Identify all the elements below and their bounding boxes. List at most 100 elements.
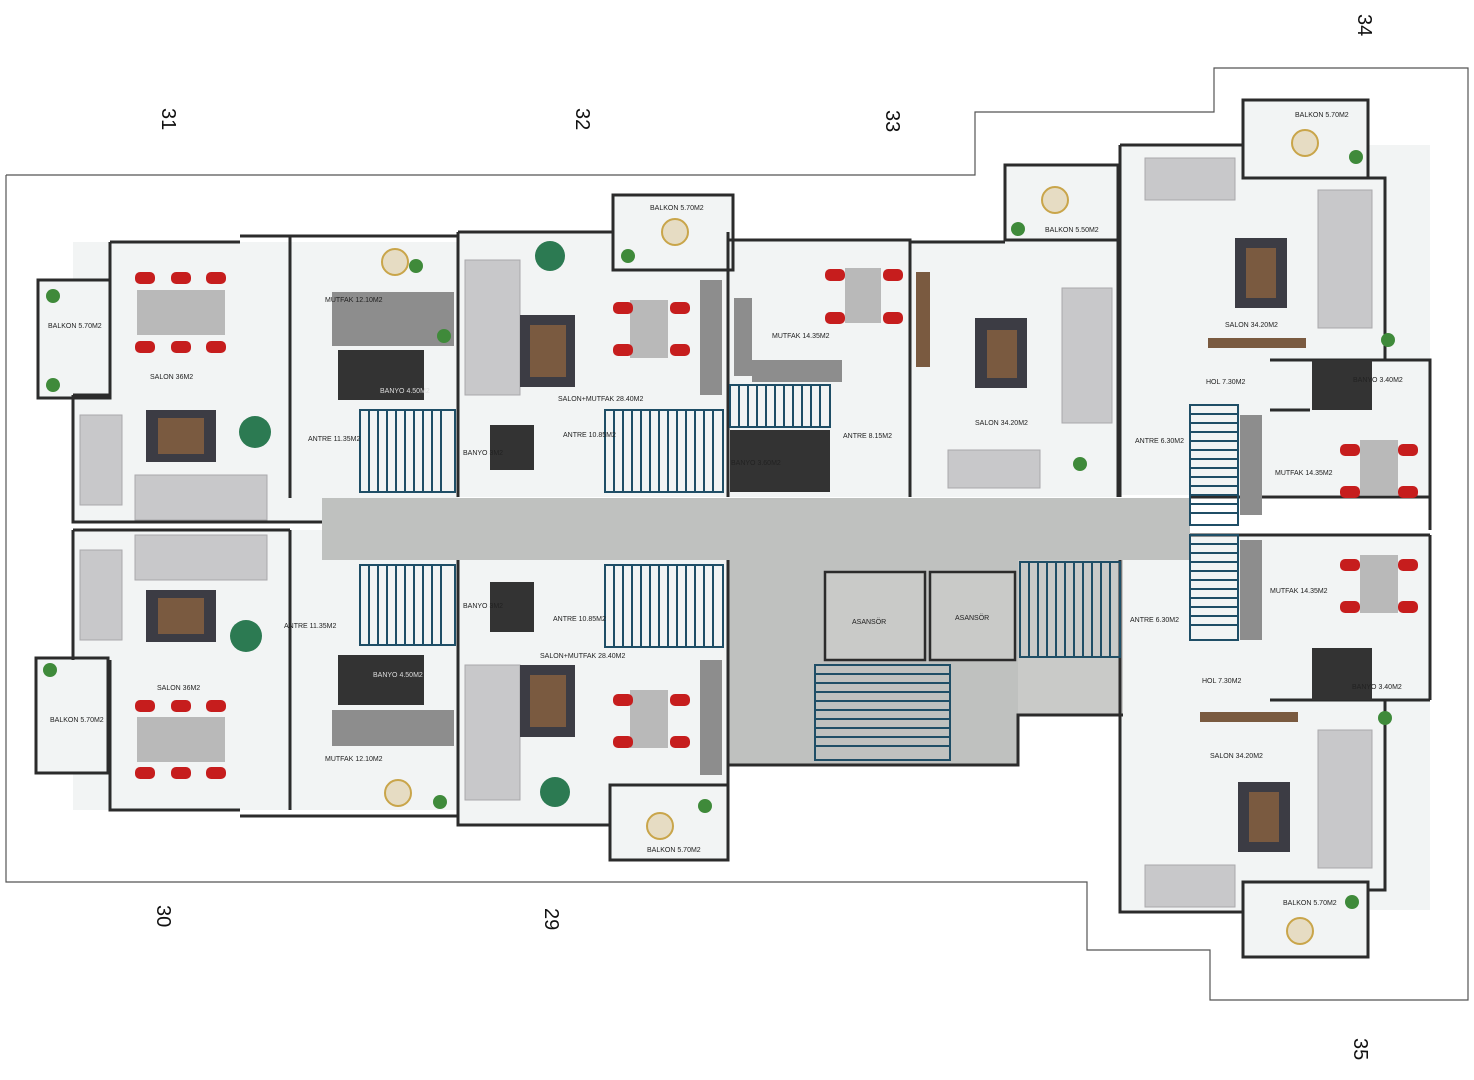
unit-number-29: 29 xyxy=(540,908,562,930)
room-label: BANYO 3M2 xyxy=(463,603,503,610)
dining-chair xyxy=(1398,444,1418,456)
dining-chair xyxy=(171,700,191,712)
room-labels: BALKON 5.70M2 SALON 36M2 MUTFAK 12.10M2 … xyxy=(48,112,1403,907)
room-label: BALKON 5.70M2 xyxy=(48,323,102,330)
corridor xyxy=(322,498,1190,560)
room-label: BANYO 4.50M2 xyxy=(373,672,423,679)
balcony-table xyxy=(1041,186,1069,214)
unit-number-35: 35 xyxy=(1349,1038,1371,1060)
dining-chairs xyxy=(135,269,1418,779)
dining-chair xyxy=(206,767,226,779)
room-label: MUTFAK 12.10M2 xyxy=(325,756,383,763)
dining-chair xyxy=(613,344,633,356)
dining-chair xyxy=(825,269,845,281)
dining-chair xyxy=(206,272,226,284)
room-label: BALKON 5.70M2 xyxy=(50,717,104,724)
unit-number-30: 30 xyxy=(152,905,174,927)
dining-chair xyxy=(171,272,191,284)
plant-icon xyxy=(43,663,57,677)
room-label: ANTRE 6.30M2 xyxy=(1130,617,1179,624)
plant-icon xyxy=(1011,222,1025,236)
balcony-table xyxy=(646,812,674,840)
room-label: BANYO 3.40M2 xyxy=(1353,377,1403,384)
dining-chair xyxy=(670,344,690,356)
room-label: ANTRE 10.85M2 xyxy=(563,432,616,439)
room-label: ANTRE 6.30M2 xyxy=(1135,438,1184,445)
balcony-outlines xyxy=(34,98,1370,959)
room-label: ANTRE 11.35M2 xyxy=(308,436,360,443)
room-label: HOL 7.30M2 xyxy=(1202,678,1242,685)
plants xyxy=(43,150,1395,909)
dining-chair xyxy=(171,341,191,353)
room-label: SALON 34.20M2 xyxy=(975,420,1028,427)
room-label: BANYO 3.40M2 xyxy=(1352,684,1402,691)
room-label: ANTRE 8.15M2 xyxy=(843,433,892,440)
plant-icon xyxy=(409,259,423,273)
plant-icon xyxy=(437,329,451,343)
room-label: MUTFAK 14.35M2 xyxy=(1270,588,1328,595)
plant-icon xyxy=(46,289,60,303)
room-label: SALON 36M2 xyxy=(157,685,200,692)
dining-chair xyxy=(135,341,155,353)
elevator-1 xyxy=(823,570,927,662)
dining-chair xyxy=(206,341,226,353)
walls xyxy=(71,143,1432,914)
unit-number-32: 32 xyxy=(571,108,593,130)
dining-chair xyxy=(670,736,690,748)
dining-chair xyxy=(825,312,845,324)
room-label: SALON 34.20M2 xyxy=(1225,322,1278,329)
room-label: SALON+MUTFAK 28.40M2 xyxy=(558,396,644,403)
balcony-tables xyxy=(381,129,1319,945)
plant-icon xyxy=(1349,150,1363,164)
room-label: MUTFAK 12.10M2 xyxy=(325,297,383,304)
unit-number-31: 31 xyxy=(157,108,179,130)
balcony-table xyxy=(384,779,412,807)
furniture xyxy=(79,157,1398,908)
plant-icon xyxy=(621,249,635,263)
stair-treads xyxy=(368,385,1238,747)
plant-icon xyxy=(1073,457,1087,471)
room-label: BANYO 3M2 xyxy=(463,450,503,457)
room-label: SALON+MUTFAK 28.40M2 xyxy=(540,653,626,660)
plant-icon xyxy=(46,378,60,392)
unit-number-34: 34 xyxy=(1353,14,1375,36)
room-label: SALON 34.20M2 xyxy=(1210,753,1263,760)
room-label: BALKON 5.70M2 xyxy=(1283,900,1337,907)
balcony-table xyxy=(1286,917,1314,945)
balcony-table xyxy=(381,248,409,276)
dining-chair xyxy=(1340,559,1360,571)
room-label: ASANSÖR xyxy=(852,618,886,626)
room-label: SALON 36M2 xyxy=(150,374,193,381)
room-label: ASANSÖR xyxy=(955,614,989,622)
dining-chair xyxy=(883,312,903,324)
room-label: BALKON 5.50M2 xyxy=(1045,227,1099,234)
dining-chair xyxy=(1340,601,1360,613)
plant-icon xyxy=(433,795,447,809)
main-stair-area xyxy=(1018,560,1123,715)
dining-chair xyxy=(171,767,191,779)
balcony-table xyxy=(661,218,689,246)
dining-chair xyxy=(135,700,155,712)
stairs xyxy=(359,384,1239,761)
dining-chair xyxy=(1340,486,1360,498)
dining-chair xyxy=(1398,559,1418,571)
balcony-table xyxy=(1291,129,1319,157)
plant-icon xyxy=(1378,711,1392,725)
elevator-2 xyxy=(928,570,1017,662)
room-label: HOL 7.30M2 xyxy=(1206,379,1246,386)
dining-chair xyxy=(670,694,690,706)
room-label: BANYO 4.50M2 xyxy=(380,388,430,395)
room-label: ANTRE 10.85M2 xyxy=(553,616,606,623)
dining-chair xyxy=(206,700,226,712)
dining-chair xyxy=(1398,601,1418,613)
room-label: ANTRE 11.35M2 xyxy=(284,623,336,630)
dining-chair xyxy=(883,269,903,281)
room-label: BANYO 3.60M2 xyxy=(731,460,781,467)
room-label: BALKON 5.70M2 xyxy=(1295,112,1349,119)
room-label: MUTFAK 14.35M2 xyxy=(772,333,830,340)
dining-chair xyxy=(670,302,690,314)
unit-number-33: 33 xyxy=(881,110,903,132)
plant-icon xyxy=(1381,333,1395,347)
dining-chair xyxy=(613,694,633,706)
